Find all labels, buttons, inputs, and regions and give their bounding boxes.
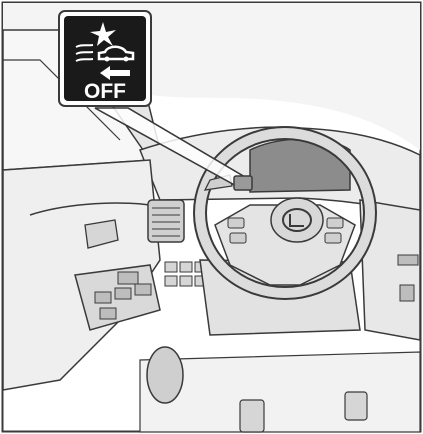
window-switch	[115, 288, 131, 299]
horn-pad	[271, 198, 323, 242]
pcs-off-switch	[234, 176, 252, 190]
console-slot	[398, 255, 418, 265]
door-speaker	[147, 347, 183, 403]
window-switch	[100, 308, 116, 319]
pre-collision-system-off-icon: OFF	[59, 11, 151, 106]
window-switch	[95, 292, 111, 303]
console-button	[400, 285, 414, 301]
accelerator-pedal	[240, 400, 264, 432]
icon-off-label: OFF	[84, 80, 126, 103]
window-switch	[135, 284, 151, 295]
brake-pedal	[345, 392, 367, 420]
window-switch	[118, 272, 138, 284]
